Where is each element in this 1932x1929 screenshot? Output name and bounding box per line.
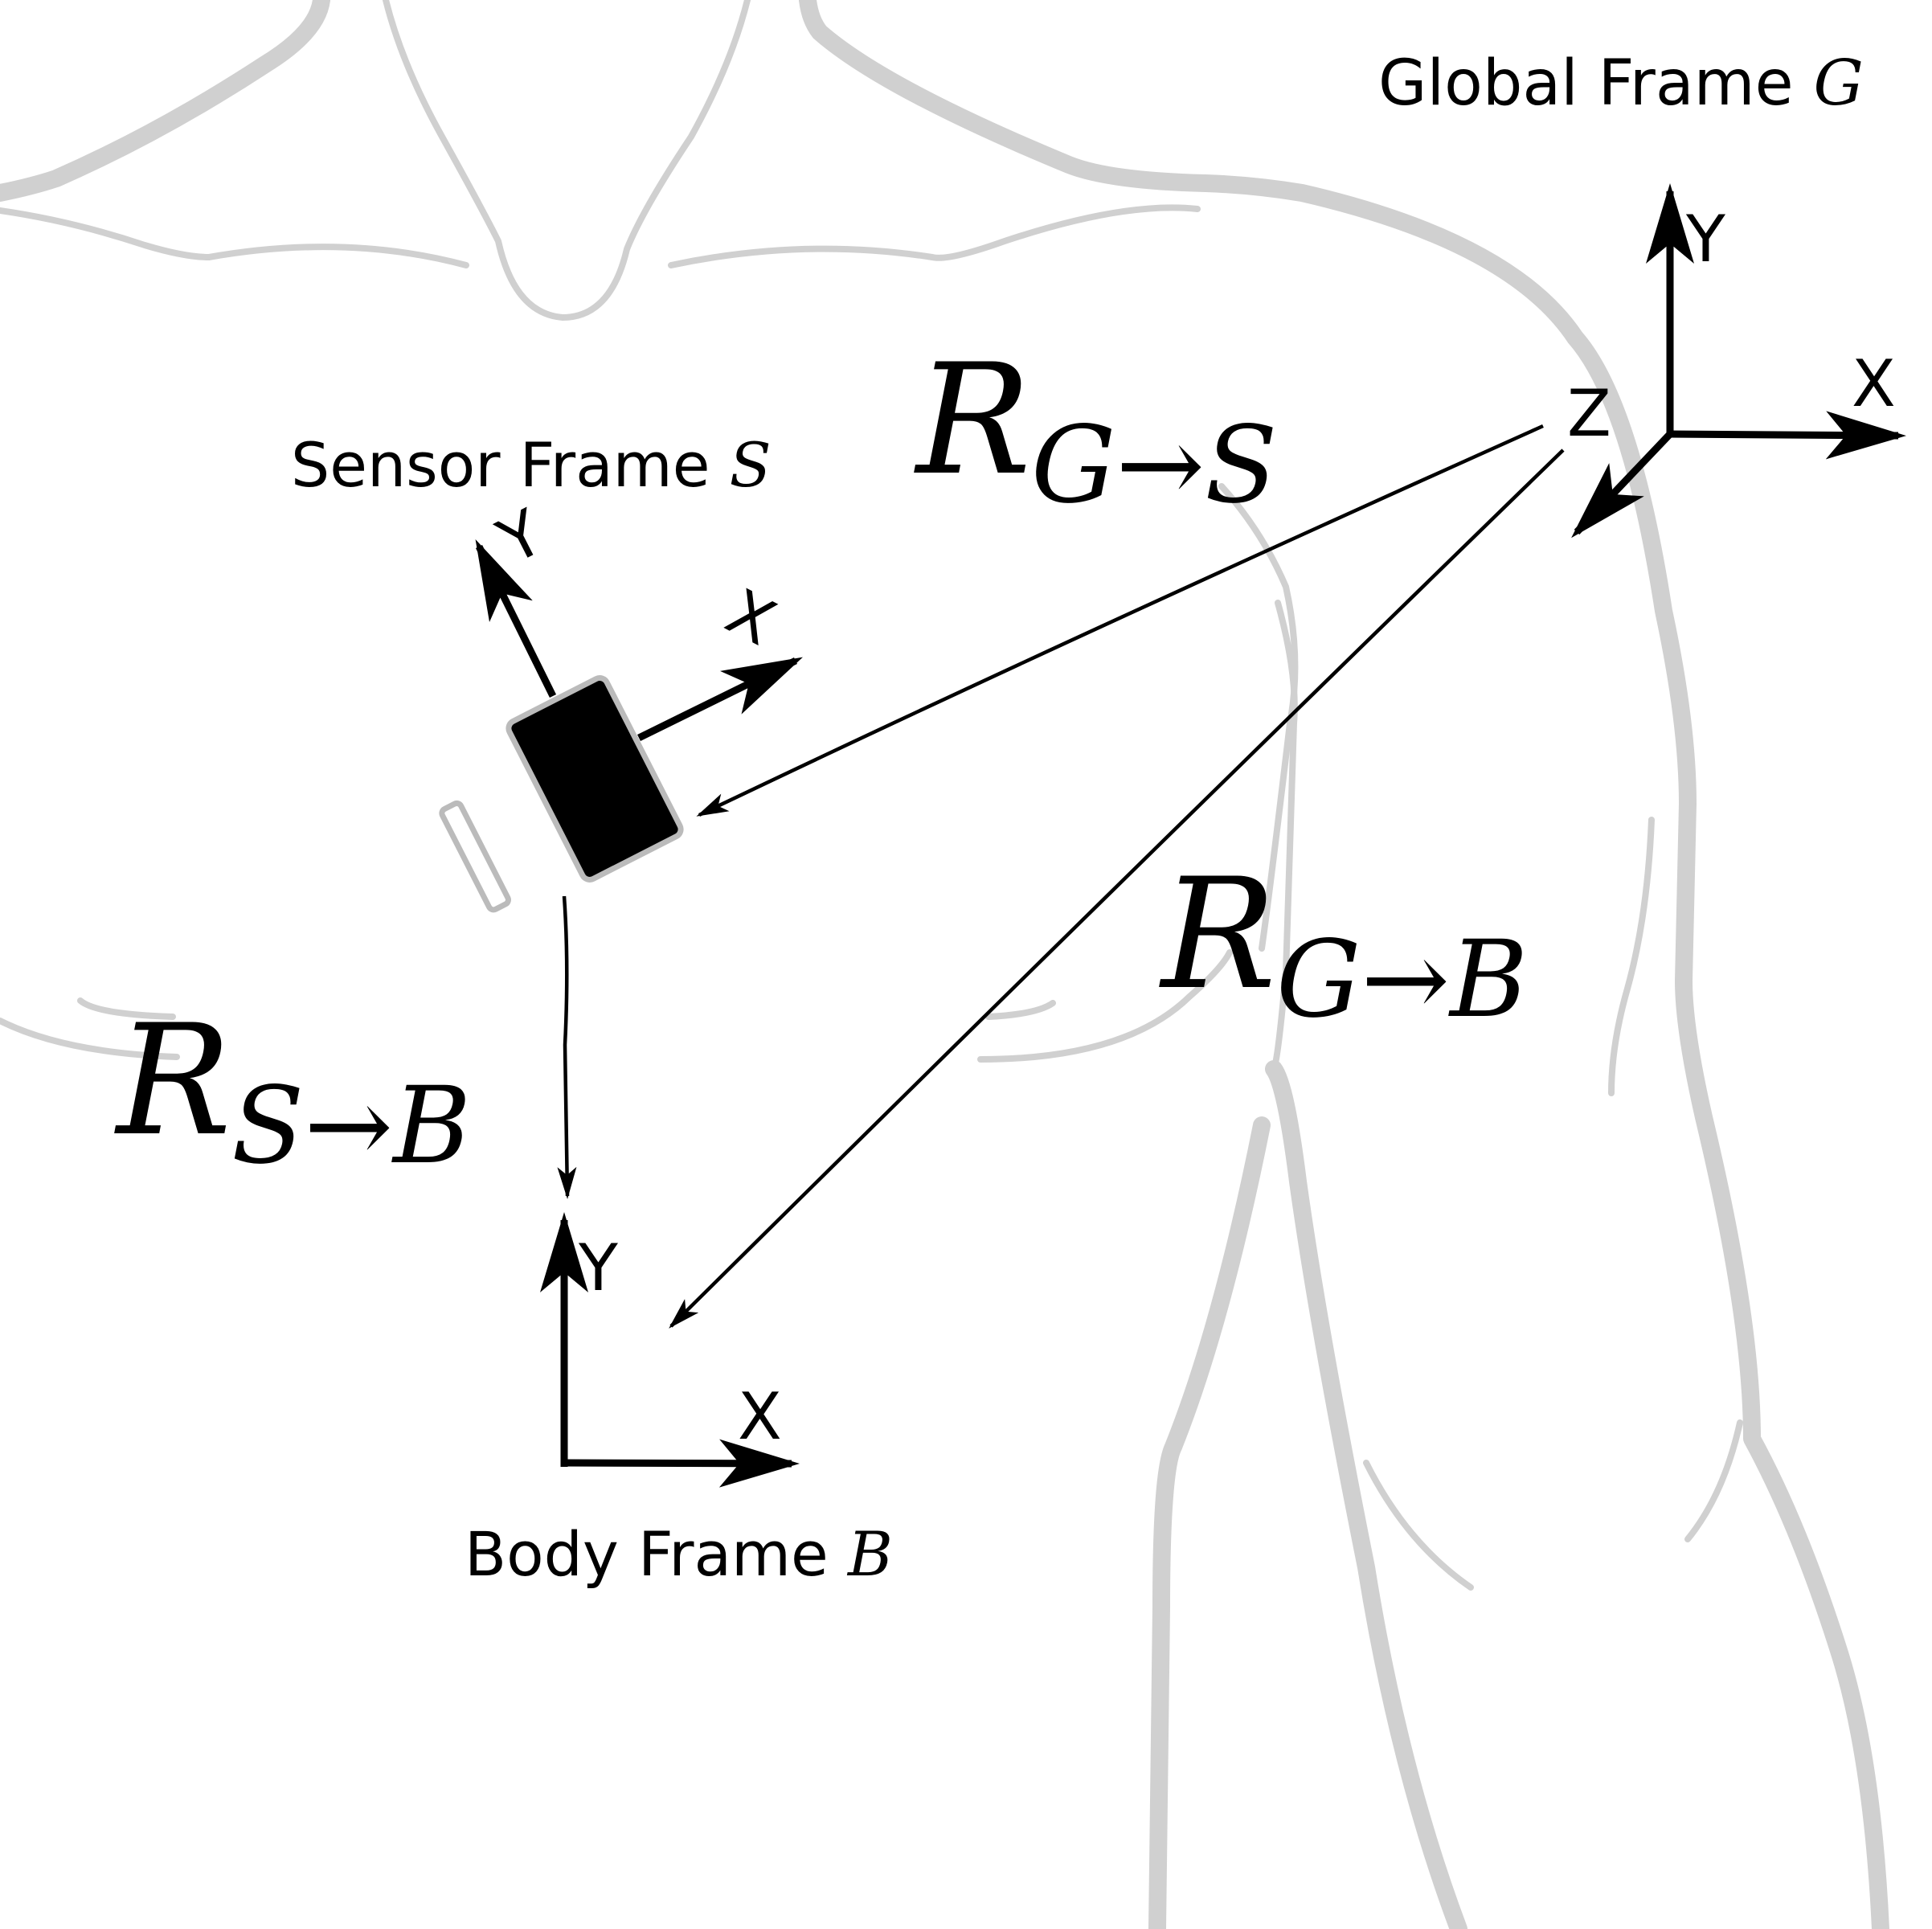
frame-titles: Global Frame G Sensor Frame S Body Frame…: [291, 47, 1864, 1590]
global-frame-title: Global Frame G: [1378, 47, 1864, 120]
arrow-g-to-s: [696, 424, 1544, 817]
sensor-y-axis: [475, 539, 557, 698]
global-x-label: X: [1852, 346, 1896, 421]
global-frame-axes: X Y Z: [1567, 183, 1906, 539]
rotation-s-to-b-label: RS→B: [114, 992, 471, 1188]
rotation-g-to-b-label: RG→B: [1159, 846, 1528, 1042]
body-x-axis: [560, 1439, 800, 1488]
arrow-s-to-b: [557, 895, 577, 1199]
rotation-arrows: [557, 424, 1565, 1329]
body-outline: [0, 0, 1889, 1929]
sensor-frame-title: Sensor Frame S: [291, 429, 772, 501]
sensor-frame-axes: X Y: [475, 497, 803, 742]
global-z-label: Z: [1567, 376, 1611, 451]
body-frame-title: Body Frame B: [465, 1518, 893, 1590]
sensor-device: [439, 675, 684, 913]
global-z-axis: [1571, 431, 1673, 539]
sensor-x-axis: [637, 657, 803, 742]
sensor-y-label: Y: [487, 497, 555, 579]
body-y-label: Y: [578, 1231, 619, 1305]
rotation-g-to-s-label: RG→S: [914, 331, 1278, 527]
arrow-g-to-b: [669, 448, 1565, 1329]
rotation-labels: RG→S RG→B RS→B: [114, 331, 1528, 1188]
sensor-x-label: X: [715, 576, 786, 660]
body-x-label: X: [738, 1379, 782, 1454]
global-x-axis: [1666, 411, 1906, 460]
body-frame-axes: X Y: [540, 1212, 800, 1488]
global-y-label: Y: [1685, 202, 1726, 276]
